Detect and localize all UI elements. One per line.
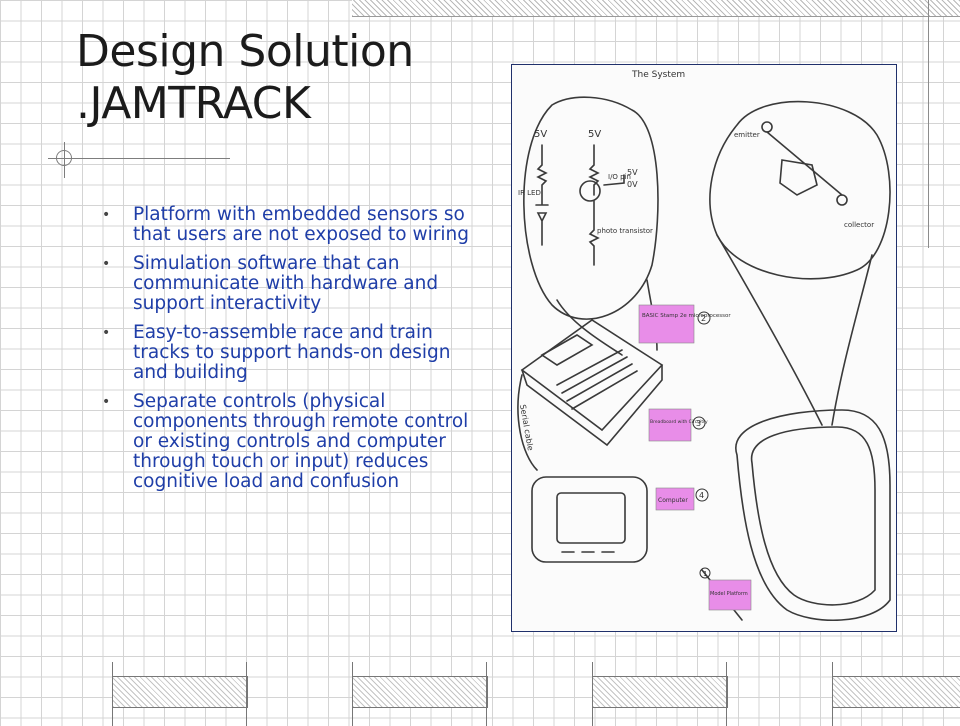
sticky-note-microprocessor: BASIC Stamp 2e microprocessor 2	[638, 304, 731, 344]
bullet-item: • Easy-to-assemble race and train tracks …	[100, 323, 485, 383]
sticky-note-computer: Computer 4	[655, 487, 709, 511]
sticky-note-text: Breadboard with Circuitry	[650, 419, 708, 425]
sticky-note-text: BASIC Stamp 2e microprocessor	[642, 313, 731, 319]
label-ir-led: IR LED	[518, 189, 541, 197]
computer-screen	[556, 492, 626, 544]
track-outer	[735, 409, 891, 622]
decorative-tick	[246, 662, 247, 726]
bullet-item: • Platform with embedded sensors so that …	[100, 205, 485, 245]
bullet-text: Easy-to-assemble race and train tracks t…	[133, 322, 451, 383]
label-5v-c: 5V	[627, 168, 638, 177]
transistor-circle	[579, 180, 601, 202]
stamp-chip	[540, 334, 594, 366]
bullet-dot-icon: •	[102, 256, 111, 272]
tether-line	[831, 254, 873, 426]
crosshair-horizontal-line	[48, 158, 230, 159]
breadboard-side	[521, 364, 663, 447]
sticky-note-text: Computer	[658, 497, 688, 504]
bullet-text: Platform with embedded sensors so that u…	[133, 204, 469, 245]
emitter-dot	[761, 121, 773, 133]
hand-sketch	[779, 159, 818, 196]
crosshair-circle-icon	[56, 150, 72, 166]
decorative-hatch-box	[112, 676, 248, 708]
bullet-text: Simulation software that can communicate…	[133, 253, 439, 314]
title-line-1: Design Solution	[76, 26, 414, 77]
sticky-note-breadboard: Breadboard with Circuitry 3	[648, 408, 708, 442]
circuit-wire	[603, 174, 625, 186]
computer-outline	[531, 476, 648, 563]
bullet-list: • Platform with embedded sensors so that …	[100, 205, 485, 501]
decorative-hatch-box	[832, 676, 960, 708]
bullet-text: Separate controls (physical components t…	[133, 391, 469, 492]
sticky-note-model-platform: Model Platform 1	[699, 567, 752, 611]
sticky-note-number: 4	[699, 491, 704, 500]
tether-line	[556, 299, 623, 356]
decorative-hatch-box	[592, 676, 728, 708]
serial-cable	[517, 374, 538, 471]
label-io-pin: I/O pin	[608, 173, 631, 181]
sensor-balloon-outline	[709, 100, 891, 280]
sketch-drawing: The System 5V 5V 5V 0V IR LED photo tran…	[517, 70, 891, 622]
label-5v-b: 5V	[588, 129, 601, 140]
label-emitter: emitter	[734, 131, 760, 139]
label-photo-transistor: photo transistor	[597, 227, 653, 235]
circuit-wire	[588, 144, 600, 196]
breadboard-rows	[556, 349, 638, 410]
decorative-tick	[486, 662, 487, 726]
beam-line	[766, 131, 843, 196]
circuit-wire	[535, 144, 549, 246]
decorative-line	[928, 0, 929, 248]
decorative-hatch-band	[352, 0, 960, 17]
circuit-wire	[588, 200, 600, 266]
sketch-heading: The System	[631, 70, 685, 80]
circuit-balloon-outline	[523, 96, 659, 320]
label-collector: collector	[844, 221, 874, 229]
sticky-note-number: 1	[703, 570, 707, 578]
label-5v-a: 5V	[534, 129, 547, 140]
bullet-dot-icon: •	[102, 207, 111, 223]
sticky-note-number: 3	[696, 419, 701, 428]
sticky-note-number: 2	[701, 314, 706, 323]
collector-dot	[836, 194, 848, 206]
bullet-item: • Separate controls (physical components …	[100, 392, 485, 492]
bullet-dot-icon: •	[102, 394, 111, 410]
decorative-tick	[726, 662, 727, 726]
label-0v: 0V	[627, 180, 638, 189]
tether-line	[716, 234, 823, 426]
system-sketch-image: The System 5V 5V 5V 0V IR LED photo tran…	[511, 64, 897, 632]
slide-title: Design Solution .JAMTRACK	[76, 26, 414, 130]
decorative-hatch-box	[352, 676, 488, 708]
bullet-dot-icon: •	[102, 325, 111, 341]
sticky-note-text: Model Platform	[710, 591, 748, 597]
bullet-item: • Simulation software that can communicat…	[100, 254, 485, 314]
title-line-2: .JAMTRACK	[76, 78, 311, 129]
label-serial-cable: Serial cable	[518, 404, 535, 452]
track-inner	[750, 426, 876, 606]
